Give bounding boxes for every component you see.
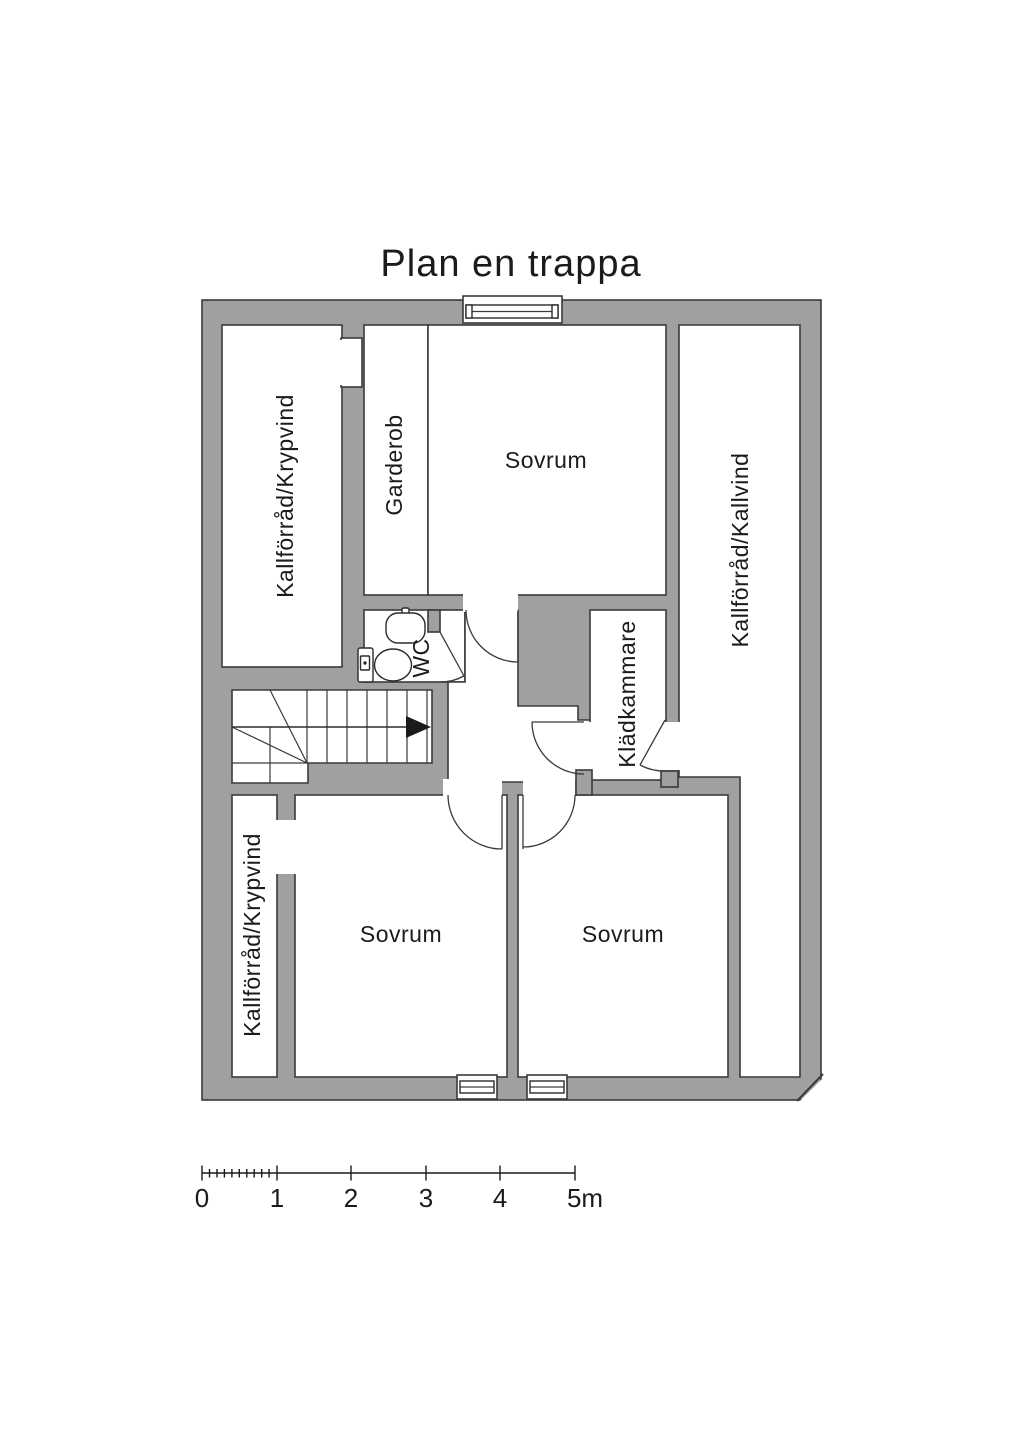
scale-label-0: 0 — [195, 1183, 209, 1213]
scale-minor-ticks — [208, 1169, 270, 1178]
room-kladkammare-floor — [589, 609, 667, 781]
room-sovrum-top-floor — [427, 324, 667, 596]
window-bottom-left — [456, 1074, 498, 1100]
room-label-kallvind: Kallförråd/Kallvind — [727, 453, 753, 648]
opening-sovrum-bottom-right-door — [523, 779, 575, 797]
window-top — [462, 295, 563, 324]
kallvind-door-jamb — [660, 770, 679, 788]
scale-major-ticks — [201, 1165, 576, 1181]
room-label-sovrum-top: Sovrum — [505, 447, 587, 473]
room-storage-top-left-floor — [221, 324, 343, 668]
room-storage-bottom-left-floor — [231, 794, 278, 1078]
room-label-sovrum-bottom-left: Sovrum — [360, 921, 442, 947]
opening-sovrum-bottom-left-door — [443, 779, 502, 797]
room-label-garderob: Garderob — [381, 414, 407, 515]
scale-label-2: 2 — [344, 1183, 358, 1213]
opening-storage-bottom-left — [275, 820, 297, 874]
room-label-storage-bottom-left: Kallförråd/Krypvind — [239, 833, 265, 1037]
stair-direction-arrow-icon — [406, 716, 431, 738]
wc-fixtures — [357, 607, 426, 683]
corner-chamfer-edge — [796, 1073, 824, 1102]
door-sovrum-bottom-right — [522, 794, 576, 849]
door-kladkammare-kallvind — [639, 719, 666, 772]
scale-label-3: 3 — [419, 1183, 433, 1213]
opening-sovrum-top-door — [463, 593, 518, 612]
scale-label-5m: 5m — [567, 1183, 603, 1213]
door-wc — [439, 631, 465, 683]
room-kallvind-floor — [678, 324, 801, 1078]
room-label-sovrum-bottom-right: Sovrum — [582, 921, 664, 947]
page-title: Plan en trappa — [380, 243, 641, 285]
door-sovrum-top — [465, 609, 519, 663]
room-label-storage-top-left: Kallförråd/Krypvind — [272, 394, 298, 598]
opening-kladkammare-kallvind-door — [664, 722, 681, 770]
scale-label-1: 1 — [270, 1183, 284, 1213]
wall-recess-opening — [339, 340, 343, 385]
door-kladkammare-hall — [531, 721, 585, 775]
door-sovrum-bottom-left — [447, 794, 503, 850]
room-garderob-floor — [363, 324, 429, 596]
toilet-bowl-icon — [373, 648, 413, 682]
room-label-kladkammare: Klädkammare — [614, 620, 640, 767]
room-sovrum-bottom-right-floor — [517, 794, 729, 1078]
hall-door-jamb — [575, 769, 593, 796]
window-bottom-right — [526, 1074, 568, 1100]
wc-door-jamb — [427, 609, 441, 633]
room-sovrum-bottom-left-floor — [294, 794, 508, 1078]
opening-kladkammare-hall-door — [587, 722, 593, 775]
scale-bar: 0 1 2 3 4 5m — [195, 1165, 603, 1213]
room-label-wc: WC — [408, 638, 434, 677]
wall-recess — [340, 337, 363, 388]
sink-icon — [385, 612, 426, 644]
corner-chamfer — [799, 1075, 826, 1102]
scale-label-4: 4 — [493, 1183, 507, 1213]
